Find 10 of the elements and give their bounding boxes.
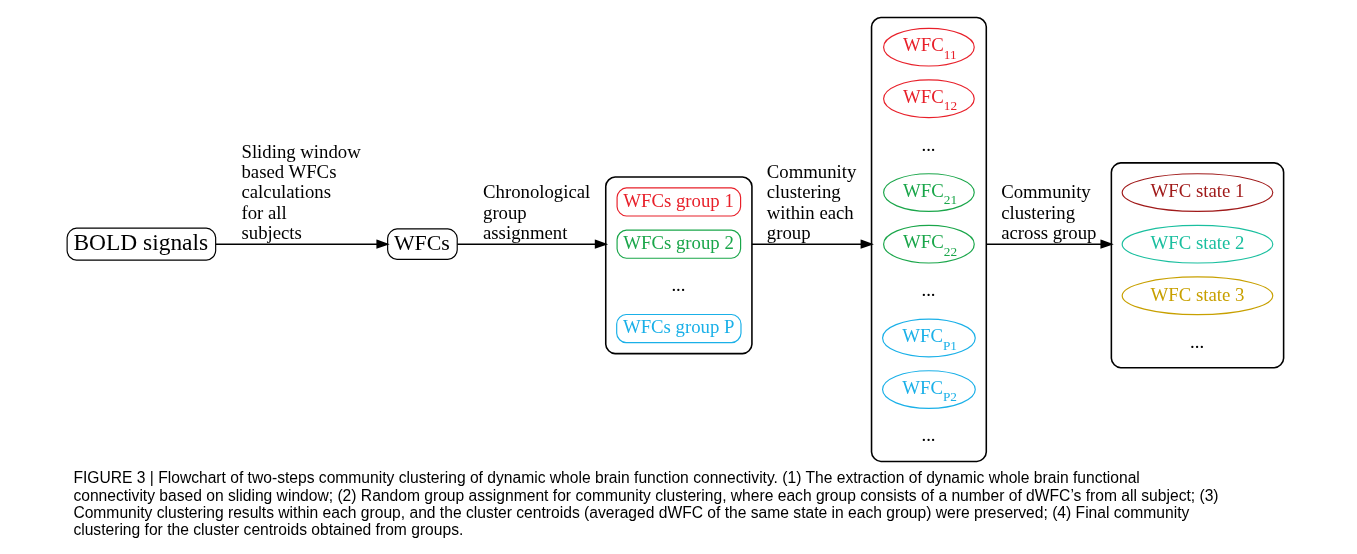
edge-label: Chronological group assignment bbox=[483, 181, 591, 243]
caption: FIGURE 3 | Flowchart of two-steps community clustering of dynamic whole brain function connectivity. (1) The extraction of dynamic whole brain functional connectivity based on sliding window; (2) Random group assignment for community clustering, where each group consists of a number of dWFC’s from all subject; (3) Community clustering results within each group, and the cluster centroids (averaged dWFC of the same state in each group) were preserved; (4) Final community clustering for the cluster centroids obtained from groups. bbox=[73, 469, 1219, 538]
edge-label: Community clustering within each group bbox=[766, 160, 857, 243]
label: ... bbox=[921, 424, 936, 446]
edge-label: Community clustering across group bbox=[1001, 181, 1097, 243]
edge-label: Sliding window based WFCs calculations for all subjects bbox=[241, 140, 361, 243]
label: ... bbox=[671, 274, 686, 296]
label: ... bbox=[1190, 330, 1205, 352]
label: ... bbox=[921, 278, 936, 300]
label: ... bbox=[921, 133, 936, 155]
